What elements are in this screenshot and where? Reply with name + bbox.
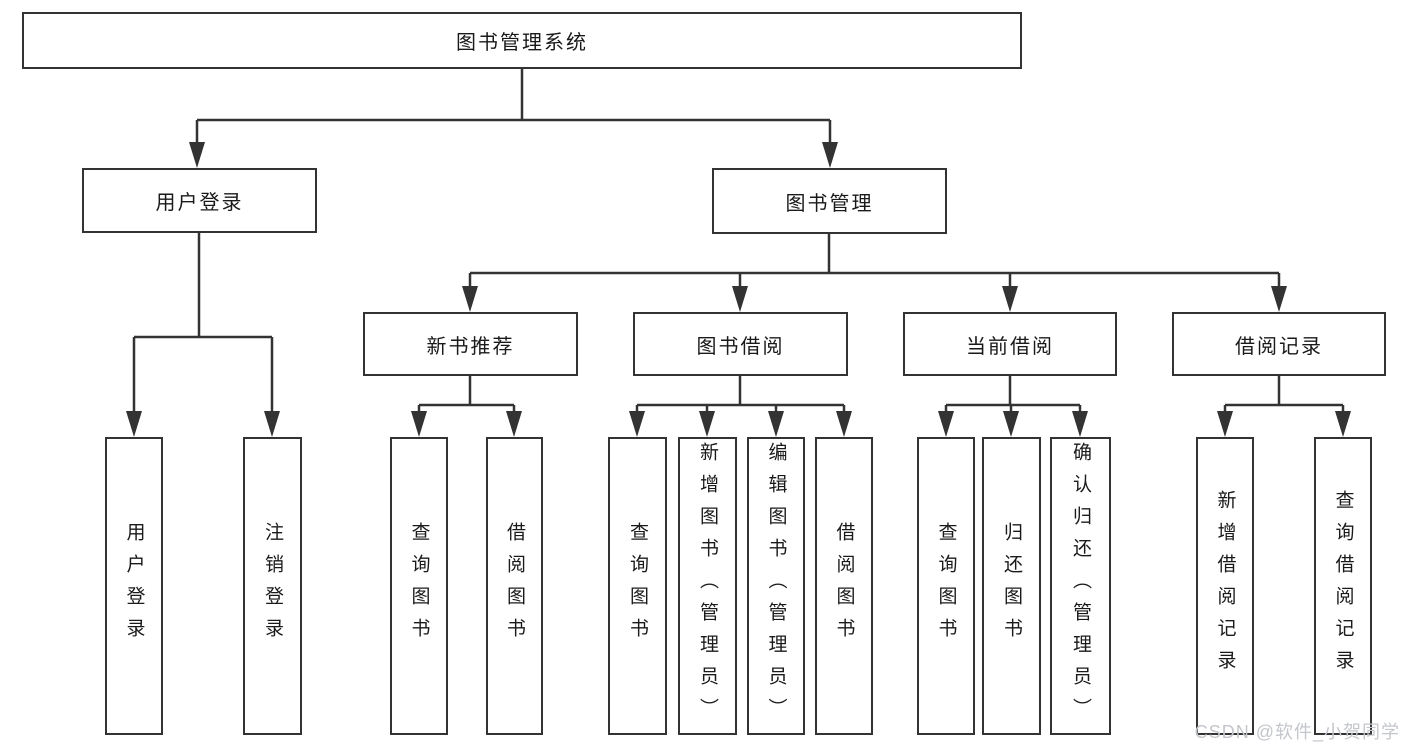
arrow-icon: [506, 411, 522, 437]
arrow-icon: [189, 142, 205, 168]
node-leaf-cb-confirm-return: 确认归还（管理员）: [1050, 437, 1111, 735]
connector-new-book-recommend-split: [417, 376, 516, 420]
node-leaf-user-login: 用户登录: [105, 437, 163, 735]
node-new-book-recommend-label: 新书推荐: [426, 335, 515, 358]
arrow-icon: [836, 411, 852, 437]
node-leaf-cb-return-books: 归还图书: [982, 437, 1041, 735]
arrow-icon: [938, 411, 954, 437]
node-book-management-label: 图书管理: [785, 192, 874, 215]
arrow-icon: [822, 142, 838, 168]
node-leaf-cb-confirm-return-label: 确认归还（管理员）: [1070, 442, 1091, 730]
arrow-icon: [629, 411, 645, 437]
node-user-login: 用户登录: [82, 168, 317, 233]
arrow-icon: [126, 411, 142, 437]
node-leaf-br-query-record-label: 查询借阅记录: [1332, 490, 1354, 682]
node-current-borrow: 当前借阅: [903, 312, 1117, 376]
connector-borrow-records-split: [1223, 376, 1345, 420]
node-leaf-cb-return-books-label: 归还图书: [1001, 522, 1022, 650]
node-leaf-nb-borrow-books-label: 借阅图书: [504, 522, 525, 650]
arrow-icon: [768, 411, 784, 437]
node-root: 图书管理系统: [22, 12, 1022, 69]
node-leaf-bb-borrow-books: 借阅图书: [815, 437, 873, 735]
node-leaf-br-add-record-label: 新增借阅记录: [1214, 490, 1236, 682]
connector-lines: [132, 69, 1345, 420]
node-book-borrow-label: 图书借阅: [696, 335, 785, 358]
node-leaf-bb-add-books-label: 新增图书（管理员）: [697, 442, 718, 730]
node-leaf-nb-query-books: 查询图书: [390, 437, 448, 735]
arrow-icon: [462, 286, 478, 312]
node-user-login-label: 用户登录: [155, 192, 244, 214]
arrow-icon: [1217, 411, 1233, 437]
arrow-icon: [732, 286, 748, 312]
arrow-icon: [1003, 411, 1019, 437]
arrow-icon: [411, 411, 427, 437]
node-leaf-logout-label: 注销登录: [262, 522, 283, 650]
node-leaf-nb-query-books-label: 查询图书: [408, 522, 430, 650]
node-leaf-bb-query-books-label: 查询图书: [627, 522, 648, 650]
node-leaf-bb-edit-books-label: 编辑图书（管理员）: [765, 442, 787, 730]
node-leaf-bb-add-books: 新增图书（管理员）: [678, 437, 737, 735]
node-current-borrow-label: 当前借阅: [966, 335, 1054, 358]
connector-book-borrow-split: [635, 376, 846, 420]
node-new-book-recommend: 新书推荐: [363, 312, 578, 376]
node-leaf-bb-borrow-books-label: 借阅图书: [833, 522, 855, 650]
node-book-borrow: 图书借阅: [633, 312, 848, 376]
node-leaf-logout: 注销登录: [243, 437, 302, 735]
arrow-icon: [1335, 411, 1351, 437]
connector-arrowheads: [126, 142, 1351, 437]
node-leaf-cb-query-books-label: 查询图书: [935, 522, 957, 650]
node-leaf-user-login-label: 用户登录: [123, 522, 145, 650]
node-leaf-cb-query-books: 查询图书: [917, 437, 975, 735]
node-book-management: 图书管理: [712, 168, 947, 234]
arrow-icon: [264, 411, 280, 437]
node-leaf-nb-borrow-books: 借阅图书: [486, 437, 543, 735]
node-leaf-bb-edit-books: 编辑图书（管理员）: [747, 437, 805, 735]
node-root-label: 图书管理系统: [456, 32, 588, 54]
connector-user-login-split: [132, 233, 274, 420]
node-leaf-br-add-record: 新增借阅记录: [1196, 437, 1254, 735]
node-leaf-bb-query-books: 查询图书: [608, 437, 667, 735]
arrow-icon: [1271, 286, 1287, 312]
connector-book-management-split: [468, 234, 1281, 295]
node-borrow-records: 借阅记录: [1172, 312, 1386, 376]
arrow-icon: [699, 411, 715, 437]
connector-root-split: [195, 69, 832, 150]
node-borrow-records-label: 借阅记录: [1235, 335, 1323, 358]
arrow-icon: [1002, 286, 1018, 312]
node-leaf-br-query-record: 查询借阅记录: [1314, 437, 1372, 735]
arrow-icon: [1072, 411, 1088, 437]
